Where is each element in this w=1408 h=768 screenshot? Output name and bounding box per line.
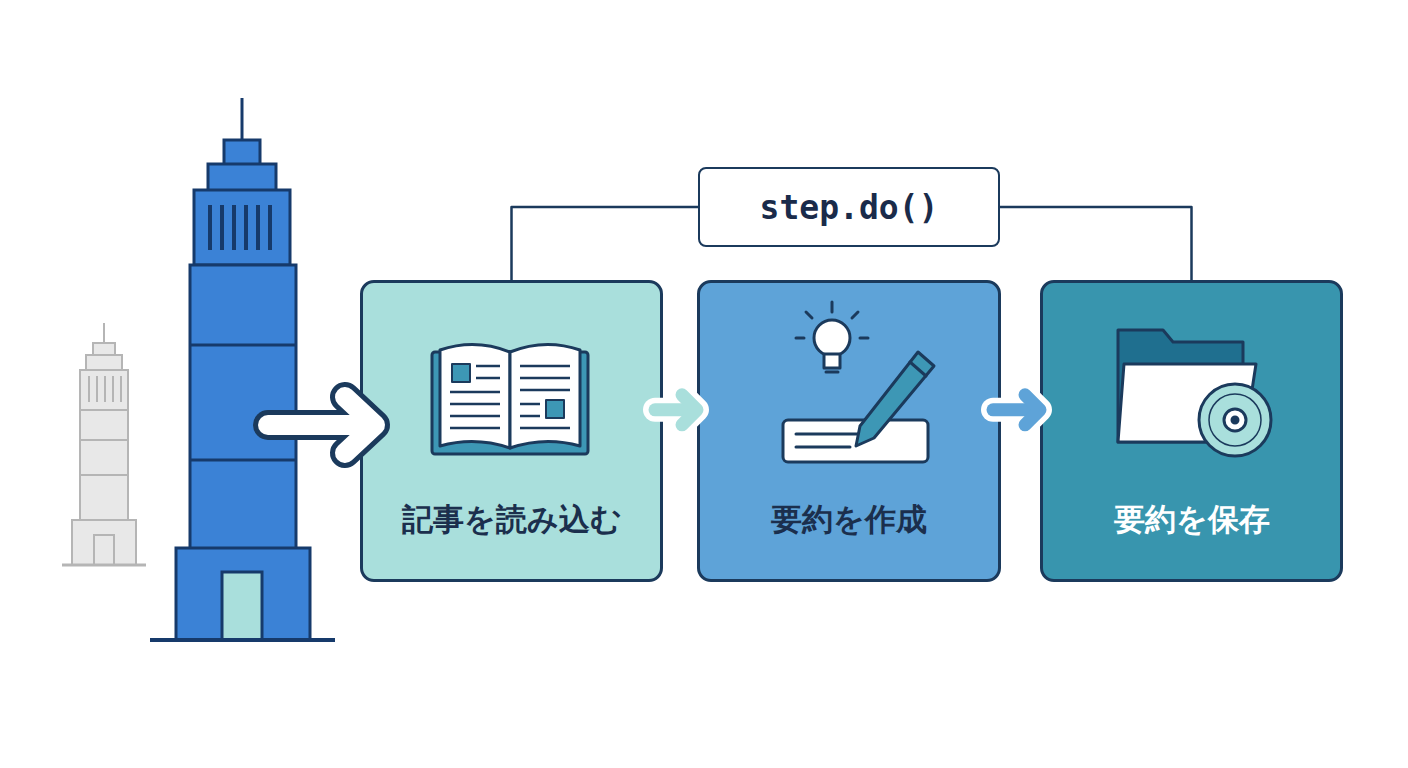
connector <box>512 207 699 280</box>
connector <box>655 395 697 425</box>
connector <box>993 395 1040 425</box>
idea-icon <box>783 302 934 462</box>
book-icon <box>432 344 588 454</box>
entry-arrow <box>268 397 375 453</box>
code-label: step.do() <box>698 167 1000 247</box>
connector <box>1000 207 1192 280</box>
node-text: 要約を作成 <box>771 499 927 539</box>
process-box: 要約を保存 <box>1040 280 1343 582</box>
blue-tower <box>150 98 335 640</box>
process-box: 記事を読み込む <box>360 280 663 582</box>
node-text: 記事を読み込む <box>402 499 622 539</box>
save-icon <box>1118 330 1271 456</box>
node-text: 要約を保存 <box>1114 499 1270 539</box>
node-text: step.do() <box>760 188 939 227</box>
process-box: 要約を作成 <box>697 280 1001 582</box>
gray-tower <box>62 323 146 565</box>
